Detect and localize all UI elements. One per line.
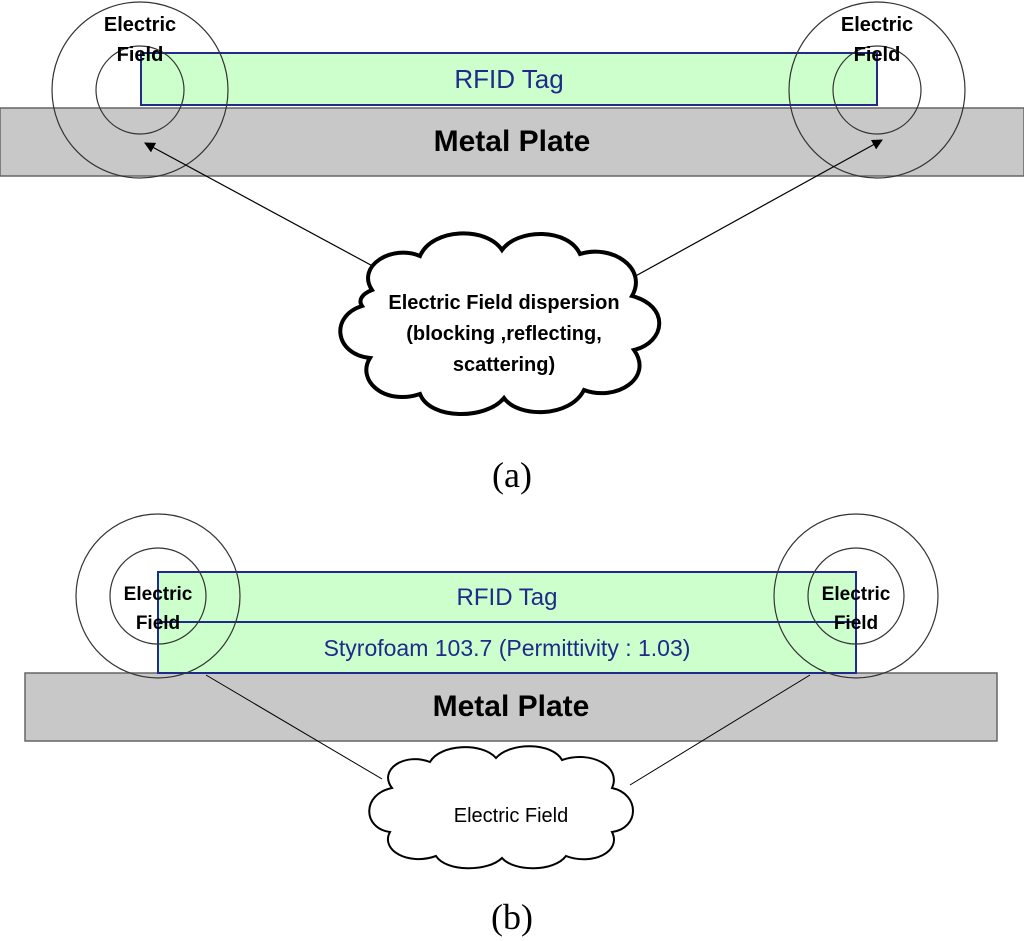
caption-b: (b) — [491, 897, 533, 937]
left-field-inner-circle-a — [95, 45, 185, 135]
panel-b: RFID Tag Styrofoam 103.7 (Permittivity :… — [24, 513, 998, 937]
metal-plate-label-a: Metal Plate — [434, 125, 591, 158]
rfid-tag-b — [157, 571, 857, 623]
panel-a: RFID Tag Metal Plate Electric Field Elec… — [0, 1, 1024, 495]
right-field-inner-circle-a — [832, 45, 922, 135]
left-field-outer-circle-b — [75, 513, 241, 679]
right-field-outer-circle-b — [773, 513, 939, 679]
rfid-tag-label-a: RFID Tag — [454, 64, 563, 94]
left-field-label-line1-a: Electric — [104, 14, 176, 36]
rfid-tag-a — [140, 52, 878, 106]
styrofoam-label-b: Styrofoam 103.7 (Permittivity : 1.03) — [324, 635, 691, 661]
arrow-right-a — [631, 139, 883, 279]
cloud-a — [338, 231, 662, 416]
cloud-text-line1-a: Electric Field dispersion — [388, 292, 619, 314]
left-field-inner-circle-b — [109, 547, 207, 645]
right-field-label-line1-b: Electric — [822, 584, 891, 605]
left-field-label-line2-b: Field — [136, 613, 180, 634]
styrofoam-spacer-b — [157, 621, 857, 674]
cloud-text-line3-a: scattering) — [453, 354, 555, 376]
right-field-label-line2-b: Field — [834, 613, 878, 634]
metal-plate-label-b: Metal Plate — [433, 690, 590, 723]
metal-plate-a — [0, 107, 1024, 177]
right-field-inner-circle-b — [807, 547, 905, 645]
left-field-outer-circle-a — [51, 1, 229, 179]
left-field-label-line2-a: Field — [117, 44, 164, 66]
caption-a: (a) — [492, 455, 532, 495]
connector-left-b — [205, 674, 383, 780]
cloud-text-b: Electric Field — [454, 805, 568, 827]
cloud-text-line2-a: (blocking ,reflecting, — [406, 323, 602, 345]
right-field-label-line1-a: Electric — [841, 14, 913, 36]
right-field-outer-circle-a — [788, 1, 966, 179]
left-field-label-line1-b: Electric — [124, 584, 193, 605]
arrow-left-a — [144, 142, 381, 271]
right-field-label-line2-a: Field — [854, 44, 901, 66]
connector-right-b — [629, 674, 811, 786]
rfid-tag-label-b: RFID Tag — [457, 584, 558, 611]
cloud-b — [368, 745, 634, 870]
